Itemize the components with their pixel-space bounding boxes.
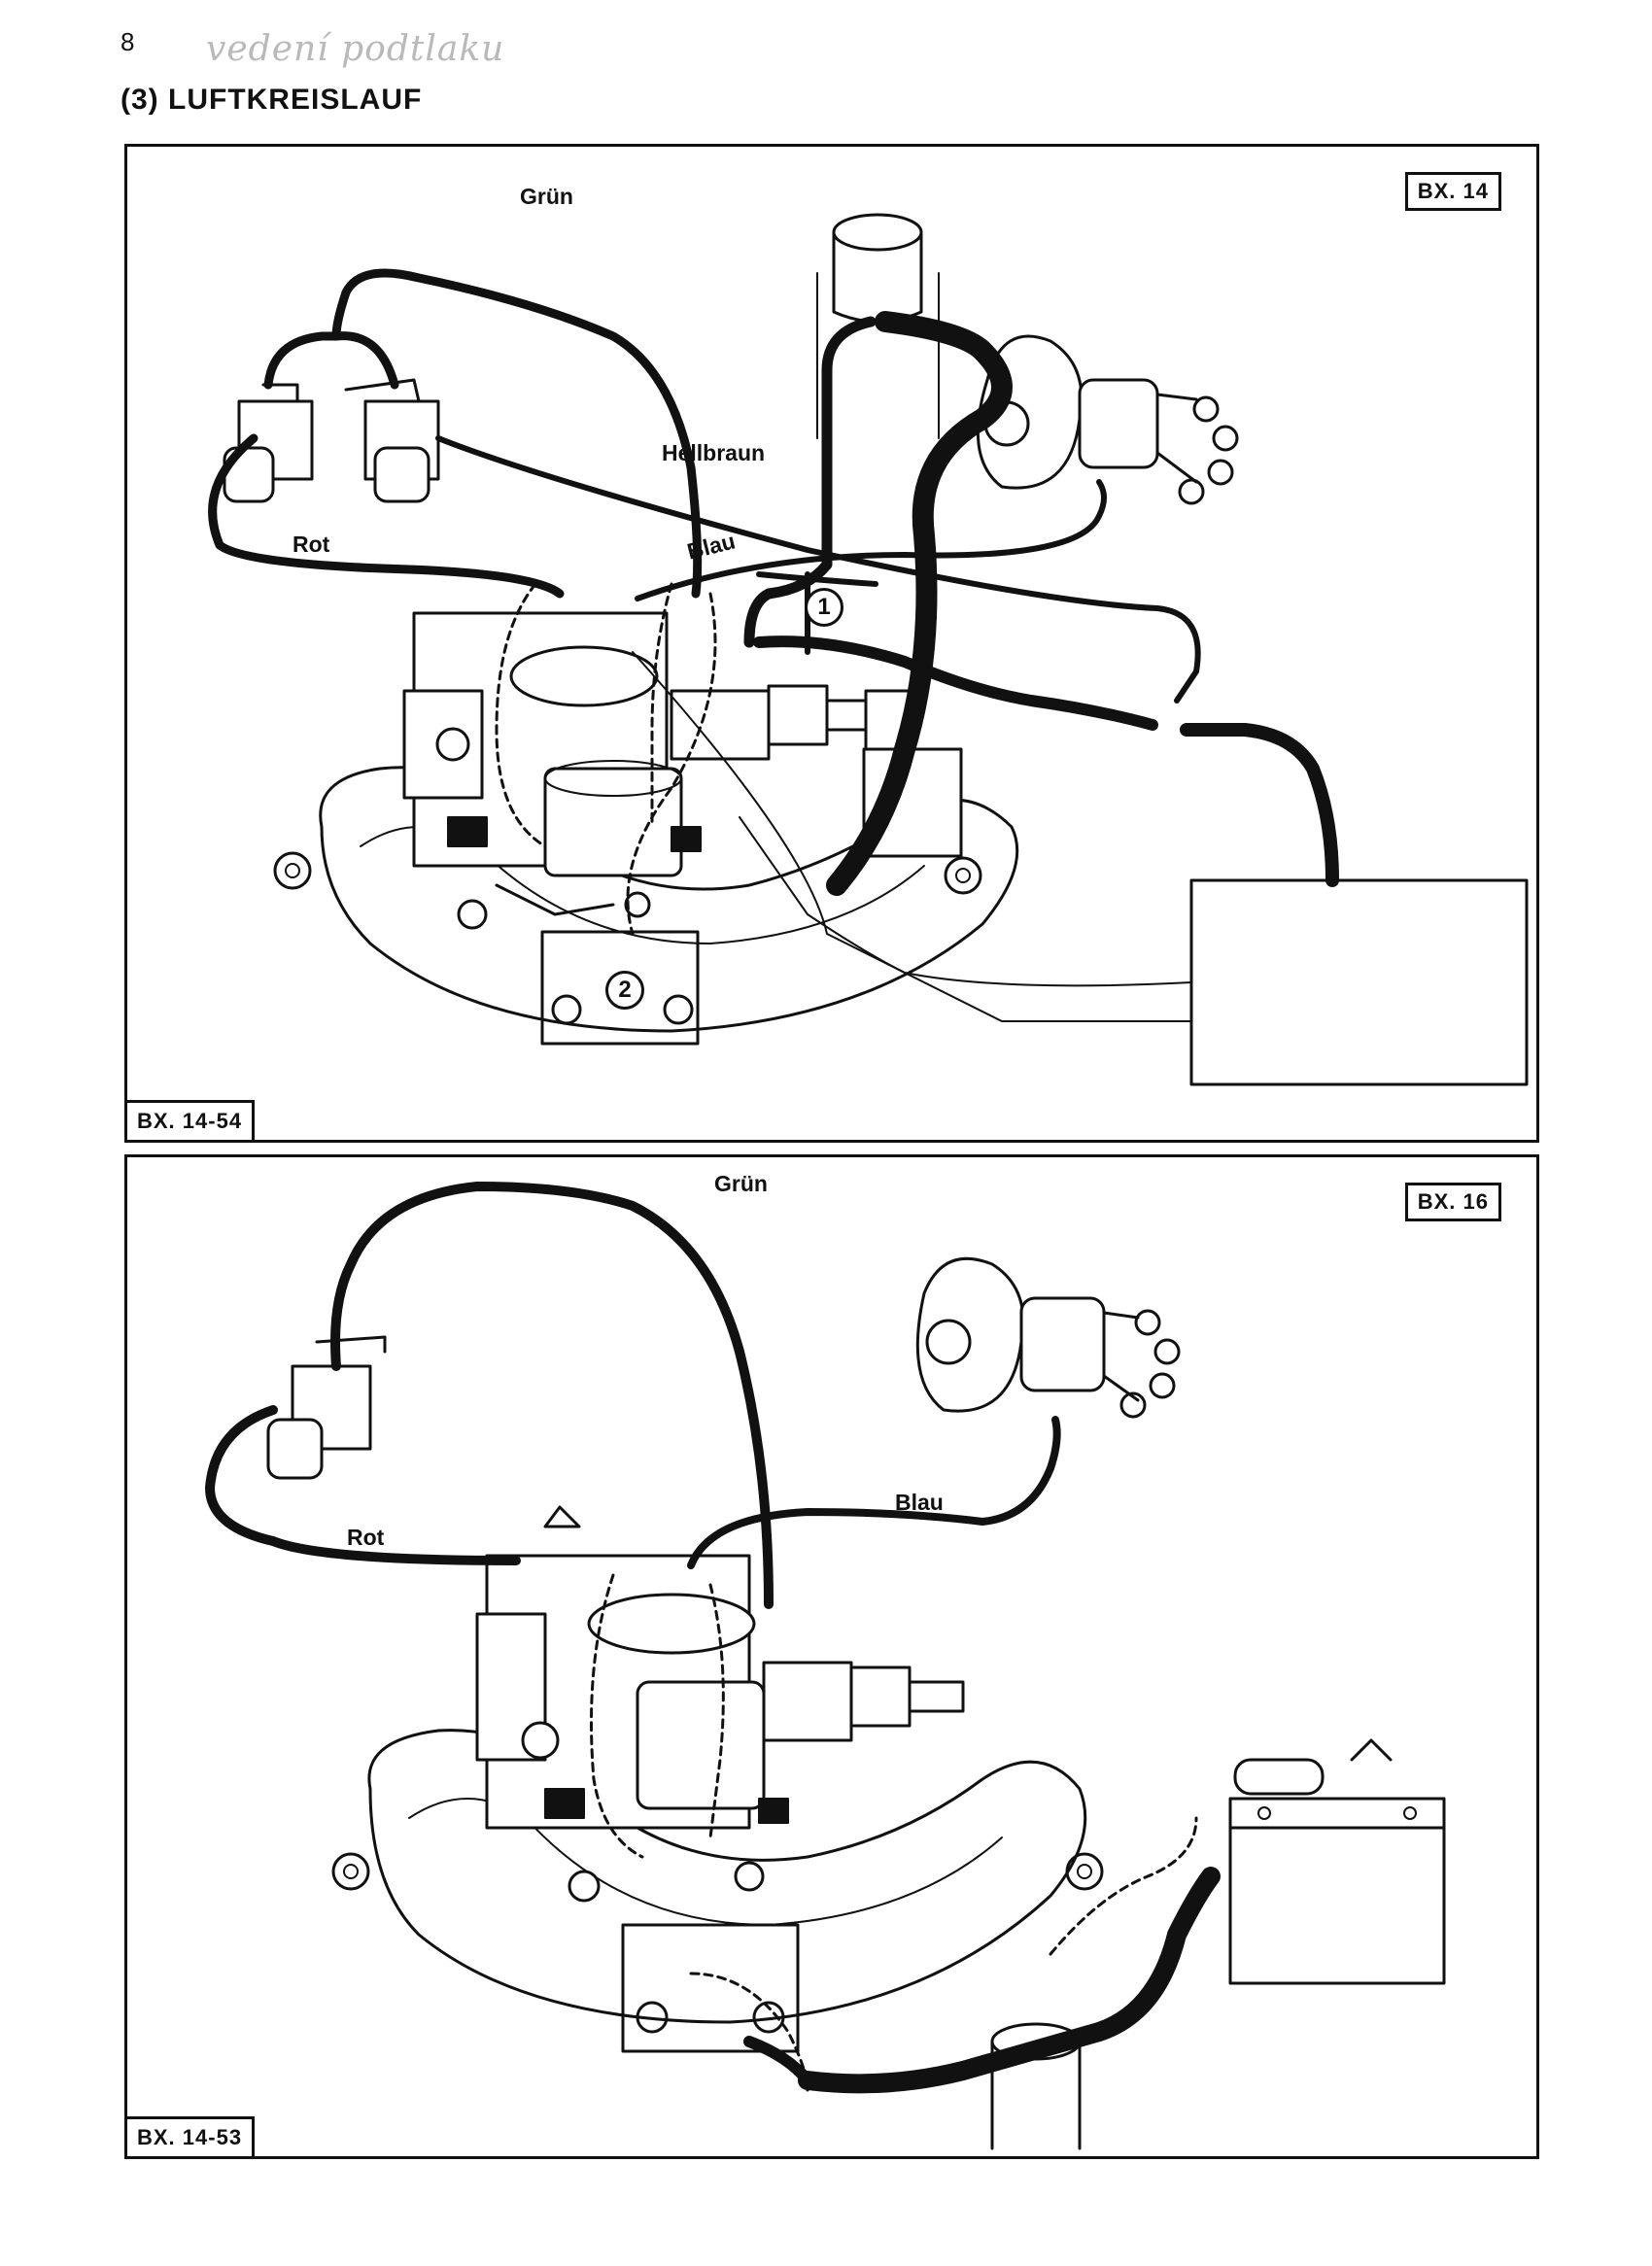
hose-main-supply: [826, 311, 1013, 896]
hose-gruen: [330, 1182, 774, 1609]
page-number: 8: [120, 27, 135, 56]
callout-2: 2: [605, 971, 644, 1010]
reference-tag: BX. 14-54: [124, 1100, 256, 1143]
vacuum-diagram-bx14: [208, 213, 1529, 1086]
label-gruen: Grün: [520, 184, 573, 209]
vacuum-reservoir: [1228, 1738, 1446, 1985]
hose-filter: [798, 1867, 1221, 2094]
hose-rot: [208, 433, 565, 599]
carburettor: [475, 1505, 965, 1903]
distributor: [976, 334, 1239, 505]
label-rot: Rot: [293, 532, 330, 557]
hose-blau: [635, 479, 1107, 601]
hose-rot: [205, 1405, 521, 1565]
diagram-panel-bx16: BX. 16 BX. 14-53 Grün Rot Blau: [124, 1154, 1539, 2159]
handwritten-note: vedení podtlaku: [206, 29, 505, 69]
carburettor: [402, 611, 882, 930]
model-tag: BX. 14: [1404, 172, 1501, 211]
manifold-flange: [621, 1923, 800, 2053]
diagram-panel-bx14: BX. 14 BX. 14-54 Grün Hellbraun Rot Blau…: [124, 144, 1539, 1143]
label-rot: Rot: [347, 1525, 385, 1550]
air-filter-canister: [816, 213, 940, 439]
thermo-valve-left: [223, 383, 314, 503]
manifold-flange: [540, 930, 700, 1046]
label-gruen: Grün: [714, 1171, 768, 1196]
label-blau: Blau: [895, 1490, 944, 1515]
section-title: (3) LUFTKREISLAUF: [120, 84, 423, 116]
reference-tag: BX. 14-53: [124, 2116, 256, 2159]
label-hellbraun: Hellbraun: [662, 440, 766, 465]
thermo-valve: [266, 1335, 387, 1480]
hose-blau: [687, 1416, 1061, 1569]
callout-1: 1: [805, 588, 843, 627]
vacuum-diagram-bx16: [205, 1182, 1446, 2150]
distributor: [915, 1256, 1181, 1419]
model-tag: BX. 16: [1404, 1183, 1501, 1221]
thermo-valve-right: [344, 378, 440, 503]
vacuum-reservoir: [862, 689, 1529, 1086]
hose-gruen: [263, 268, 703, 599]
